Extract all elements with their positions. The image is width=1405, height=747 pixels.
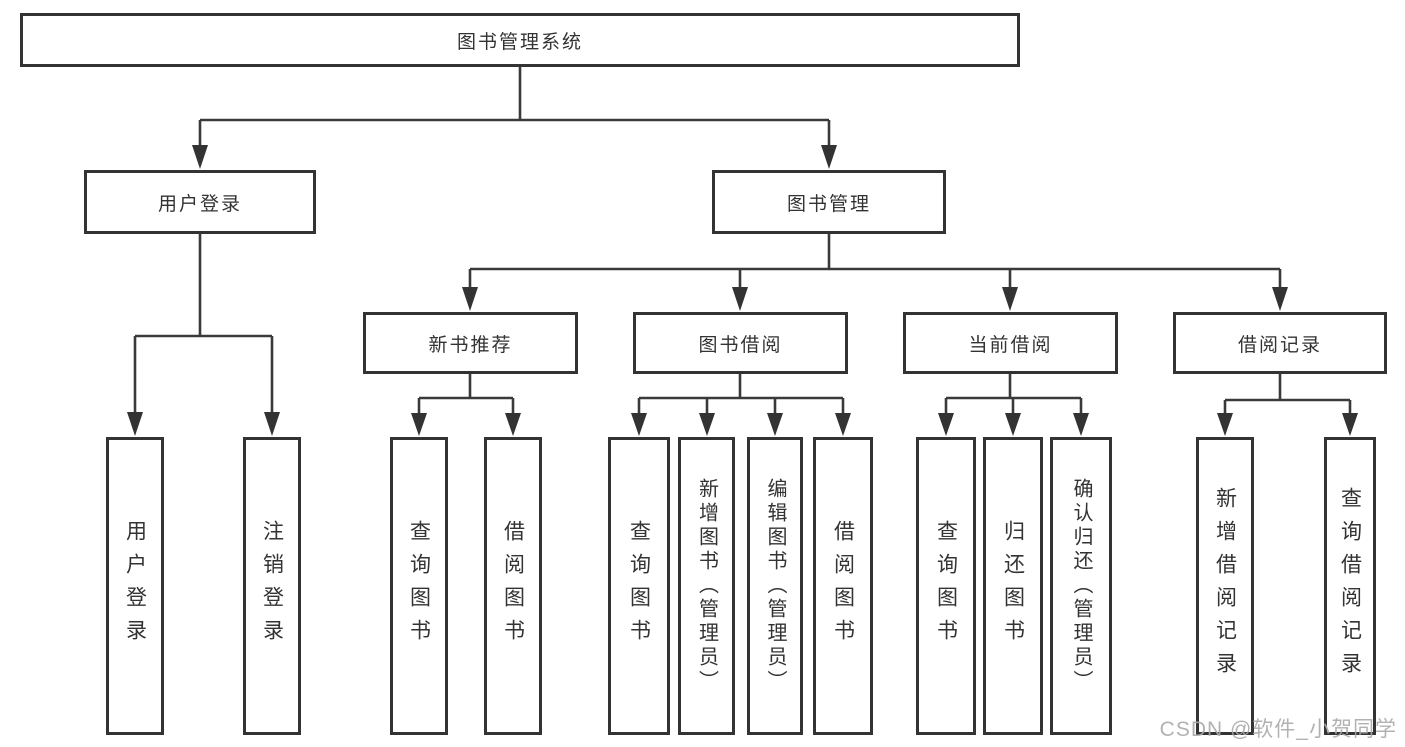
leaf-query-books-recommend: 查询图书 [390, 437, 448, 735]
leaf-user-login: 用户登录 [106, 437, 164, 735]
node-current-borrow: 当前借阅 [903, 312, 1118, 374]
leaf-query-borrow-record: 查询借阅记录 [1324, 437, 1376, 735]
leaf-confirm-return-admin: 确认归还（管理员） [1050, 437, 1112, 735]
node-borrow-record: 借阅记录 [1173, 312, 1387, 374]
leaf-query-books-current: 查询图书 [916, 437, 976, 735]
leaf-borrow-books: 借阅图书 [813, 437, 873, 735]
csdn-watermark: CSDN @软件_小贺同学 [1159, 718, 1397, 741]
leaf-add-borrow-record: 新增借阅记录 [1196, 437, 1254, 735]
node-user-login-branch: 用户登录 [84, 170, 316, 234]
leaf-logout: 注销登录 [243, 437, 301, 735]
leaf-query-books-borrow: 查询图书 [608, 437, 670, 735]
node-book-management-branch: 图书管理 [712, 170, 946, 234]
node-root-system: 图书管理系统 [20, 13, 1020, 67]
node-new-book-recommend: 新书推荐 [363, 312, 578, 374]
leaf-borrow-books-recommend: 借阅图书 [484, 437, 542, 735]
leaf-add-books-admin: 新增图书（管理员） [678, 437, 735, 735]
arrowheads [127, 145, 1358, 436]
leaf-edit-books-admin: 编辑图书（管理员） [747, 437, 803, 735]
leaf-return-books: 归还图书 [983, 437, 1043, 735]
node-book-borrow: 图书借阅 [633, 312, 848, 374]
